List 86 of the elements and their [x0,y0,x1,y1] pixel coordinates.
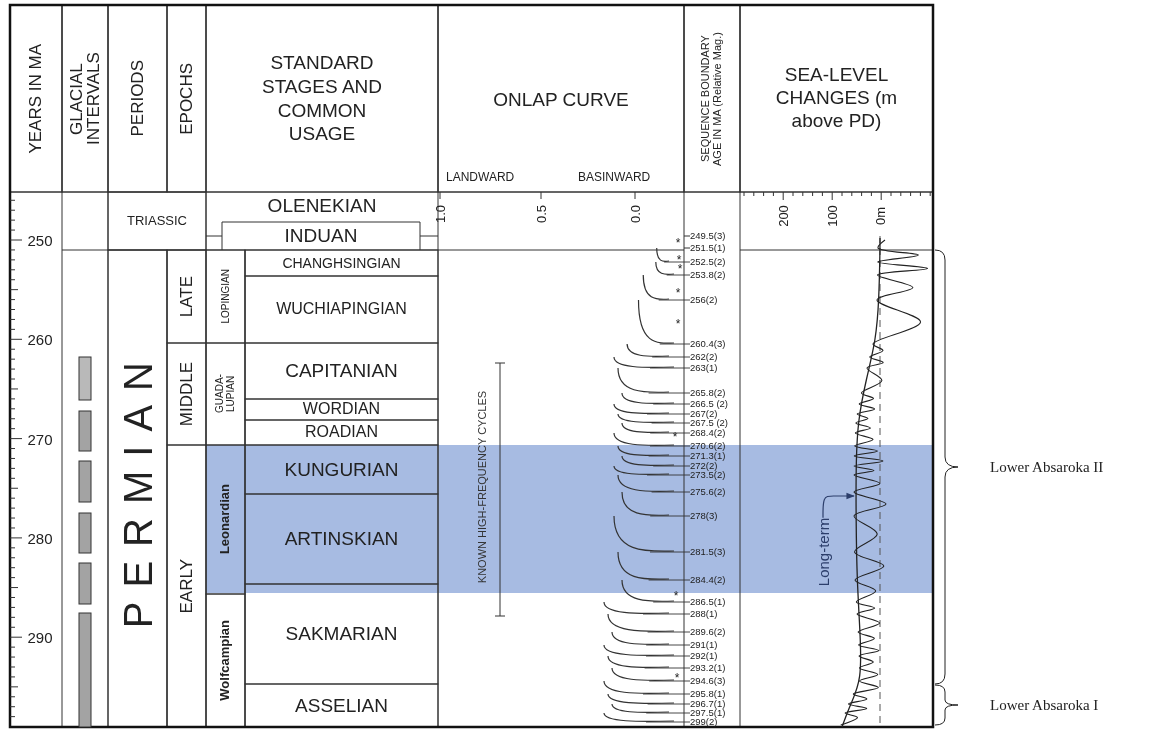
boundary-age-label: 286.5(1) [690,597,726,607]
boundary-age-label: 295.8(1) [690,689,726,699]
column-header: SEQUENCE BOUNDARY AGE IN MA (Relative Mag.) [700,30,724,168]
period-name: PERMIAN [114,348,161,629]
stage-name: ARTINSKIAN [284,528,399,550]
age-tick-label: 250 [27,232,53,248]
boundary-age-label: 270.6(2) [690,441,726,451]
axis-label: LANDWARD [446,171,515,185]
boundary-age-label: 252.5(2) [690,257,726,267]
stage-name: ASSELIAN [295,694,388,717]
boundary-age-label: 267.5 (2) [690,418,729,428]
boundary-age-label: 260.4(3) [690,339,726,349]
asterisk-mark: * [677,263,683,275]
column-header: ONLAP CURVE [493,89,629,111]
axis-tick-label: 0.0 [628,204,642,224]
asterisk-mark: * [674,672,680,684]
long-term-curve [841,237,881,728]
sequence-name: Lower Absaroka I [990,697,1099,713]
axis-tick-label: 1.0 [433,204,447,224]
boundary-age-label: 278(3) [690,511,718,521]
asterisk-mark: * [675,287,681,299]
boundary-age-label: 267(2) [690,409,718,419]
leader-arrow [822,492,855,519]
stage-name: CHANGHSINGIAN [282,254,401,272]
period-name: TRIASSIC [127,213,187,229]
range-label: KNOWN HIGH-FREQUENCY CYCLES [475,390,490,584]
stage-name: KUNGURIAN [284,458,399,481]
column-header: GLACIAL INTERVALS [68,51,102,147]
boundary-age-label: 251.5(1) [690,243,726,253]
column-header: STANDARD STAGES AND COMMON USAGE [261,51,383,146]
stage-name: INDUAN [284,225,358,247]
axis-tick-label: 0.5 [534,204,548,224]
axis-tick-label: 100 [825,205,839,227]
boundary-age-label: 256(2) [690,295,718,305]
asterisk-mark: * [673,590,679,602]
series-name: Wolfcampian [218,620,233,701]
boundary-age-label: 284.4(2) [690,575,726,585]
asterisk-mark: * [675,237,681,249]
boundary-age-label: 296.7(1) [690,699,726,709]
stage-name: ROADIAN [305,423,378,442]
boundary-age-label: 293.2(1) [690,663,726,673]
axis-tick-label: 0m [873,206,887,226]
boundary-age-label: 288(1) [690,609,718,619]
epoch-name: MIDDLE [176,361,197,427]
boundary-age-label: 262(2) [690,352,718,362]
boundary-age-label: 263(1) [690,363,718,373]
column-header: YEARS IN MA [26,43,46,154]
epoch-name: LATE [176,275,197,318]
stage-name: CAPITANIAN [285,360,398,382]
age-tick-label: 270 [27,431,53,447]
asterisk-mark: * [675,318,681,330]
boundary-age-label: 294.6(3) [690,676,726,686]
stage-name: WORDIAN [302,400,381,419]
boundary-age-label: 299(2) [690,717,718,727]
sequence-name: Lower Absaroka II [990,459,1104,475]
boundary-age-label: 291(1) [690,640,718,650]
stage-name: SAKMARIAN [285,623,398,645]
boundary-age-label: 272(2) [690,461,718,471]
boundary-age-label: 273.5(2) [690,470,726,480]
stage-name: OLENEKIAN [267,195,377,217]
boundary-age-label: 275.6(2) [690,487,726,497]
epoch-name: EARLY [176,558,197,614]
column-header: SEA-LEVEL CHANGES (m above PD) [774,64,899,133]
boundary-age-label: 266.5 (2) [690,399,729,409]
age-tick-label: 280 [27,530,53,546]
series-name: GUADA- LUPIAN [215,373,236,416]
age-tick-label: 260 [27,331,53,347]
age-tick-label: 290 [27,629,53,645]
column-header: PERIODS [127,60,148,137]
boundary-age-label: 253.8(2) [690,270,726,280]
boundary-age-label: 289.6(2) [690,627,726,637]
boundary-age-label: 268.4(2) [690,428,726,438]
curve-label: Long-term [815,517,831,587]
series-name: Leonardian [218,484,233,555]
boundary-age-label: 297.5(1) [690,708,726,718]
series-name: LOPINGIAN [219,269,232,324]
axis-label: BASINWARD [578,171,651,185]
stage-name: WUCHIAPINGIAN [276,300,407,319]
boundary-age-label: 292(1) [690,651,718,661]
asterisk-mark: * [672,431,678,443]
boundary-age-label: 249.5(3) [690,231,726,241]
boundary-age-label: 281.5(3) [690,547,726,557]
boundary-age-label: 271.3(1) [690,451,726,461]
axis-tick-label: 200 [776,205,790,227]
boundary-age-label: 265.8(2) [690,388,726,398]
column-header: EPOCHS [176,62,197,135]
